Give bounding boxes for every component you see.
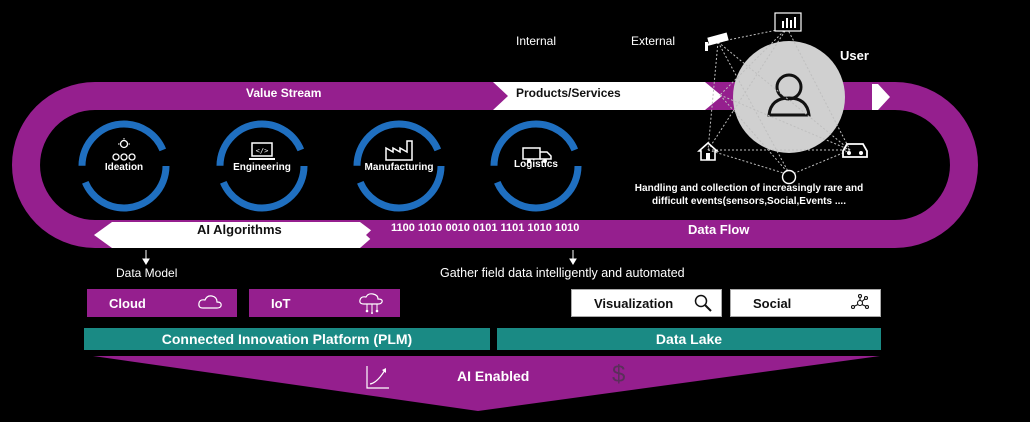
svg-text:</>: </> [256, 147, 269, 155]
user-label: User [840, 48, 869, 63]
sensor-node-icon [781, 169, 797, 185]
factory-icon [385, 140, 413, 161]
gather-label: Gather field data intelligently and auto… [440, 266, 685, 280]
value-stream-arrow-tip [490, 82, 510, 110]
gather-arrow [569, 250, 577, 265]
growth-chart-icon [366, 366, 389, 389]
sensor-network-lines [707, 27, 851, 176]
cctv-camera-icon [705, 32, 729, 51]
social-box[interactable]: Social [730, 289, 881, 317]
stage-ring-manufacturing [353, 120, 445, 212]
social-network-icon [850, 293, 870, 310]
products-services-arrow [493, 82, 722, 110]
cloud-icon [198, 295, 222, 309]
handling-line-2: difficult events(sensors,Social,Events .… [652, 196, 846, 207]
dashboard-icon [774, 12, 802, 32]
stage-ring-logistics [490, 120, 582, 212]
plm-bar: Connected Innovation Platform (PLM) [84, 328, 490, 350]
dollar-icon: $ [612, 361, 626, 388]
ideation-icon [112, 138, 136, 161]
value-stream-label: Value Stream [246, 86, 322, 100]
cloud-box[interactable]: Cloud [87, 289, 237, 317]
data-model-label: Data Model [116, 266, 178, 280]
social-label: Social [753, 295, 792, 311]
stage-label-manufacturing: Manufacturing [364, 162, 434, 173]
internal-label: Internal [516, 34, 557, 48]
data-flow-arrow-tip [366, 222, 380, 248]
user-icon [767, 73, 811, 117]
handling-text: Handling and collection of increasingly … [614, 182, 884, 208]
iot-label: IoT [271, 295, 291, 311]
ai-algorithms-label: AI Algorithms [197, 222, 282, 237]
stage-label-ideation: Ideation [104, 162, 144, 173]
external-label: External [631, 34, 676, 48]
drill-icon [681, 89, 702, 104]
laptop-code-icon: </> [249, 142, 275, 160]
ai-enabled-funnel [93, 356, 880, 411]
handling-line-1: Handling and collection of increasingly … [634, 183, 864, 194]
iot-box[interactable]: IoT [249, 289, 400, 317]
iot-cloud-icon [359, 293, 383, 314]
stage-ring-ideation [78, 120, 170, 212]
cloud-label: Cloud [109, 295, 146, 311]
truck-icon [522, 147, 552, 163]
user-side-arrow [872, 84, 890, 110]
stage-label-logistics: Logistics [514, 159, 558, 170]
ai-enabled-label: AI Enabled [457, 368, 530, 384]
visualization-label: Visualization [594, 295, 674, 311]
magnifier-icon [694, 294, 712, 312]
ai-algorithms-arrow [94, 222, 376, 248]
house-icon [697, 141, 719, 161]
stage-label-engineering: Engineering [233, 162, 291, 173]
binary-data-label: 1100 1010 0010 0101 1101 1010 1010 [391, 222, 580, 234]
products-services-label: Products/Services [516, 86, 621, 100]
data-model-arrow [142, 250, 150, 265]
car-icon [842, 143, 868, 158]
stage-ring-engineering [216, 120, 308, 212]
data-flow-label: Data Flow [688, 222, 750, 237]
visualization-box[interactable]: Visualization [571, 289, 722, 317]
data-lake-bar: Data Lake [497, 328, 881, 350]
